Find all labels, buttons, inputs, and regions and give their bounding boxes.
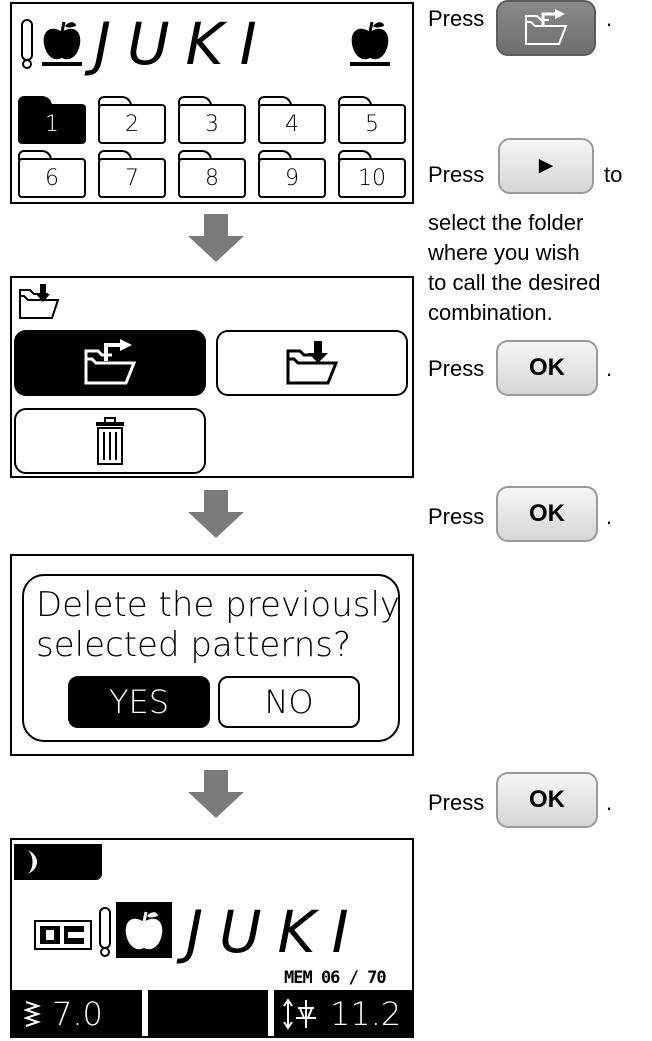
step5-period: .: [606, 790, 613, 815]
folder-recall-button[interactable]: [14, 330, 206, 396]
needle-icon: [99, 907, 111, 957]
no-label: NO: [264, 683, 314, 721]
confirm-question-line2: selected patterns?: [36, 625, 352, 665]
ok-key[interactable]: OK: [496, 772, 598, 828]
down-arrow-icon: [188, 214, 244, 262]
confirm-question-line1: Delete the previously: [36, 585, 401, 625]
presser-foot-icon: [34, 920, 92, 950]
folder-1[interactable]: 1: [18, 96, 86, 144]
step2-line3: to call the desired: [428, 270, 601, 295]
step2-press-text: Press: [428, 162, 485, 187]
stitch-width-value: 7.0: [52, 995, 103, 1033]
folder-key[interactable]: [496, 0, 596, 56]
ok-key-label: OK: [529, 354, 565, 381]
ok-key[interactable]: OK: [496, 340, 598, 396]
folder-save-button[interactable]: [216, 330, 408, 396]
mode-indicator-bar: [14, 844, 102, 880]
step3-period: .: [606, 356, 613, 381]
step2-to-text: to: [604, 162, 623, 187]
folder-9[interactable]: 9: [258, 150, 326, 198]
down-arrow-icon: [188, 490, 244, 538]
crescent-icon: [28, 850, 37, 874]
apple-icon: [42, 21, 82, 66]
pattern-text: JUKI: [94, 10, 273, 78]
step2-line1: select the folder: [428, 210, 584, 235]
trash-icon: [96, 417, 124, 465]
status-bar: 7.0 11.2: [12, 990, 412, 1036]
ok-key[interactable]: OK: [496, 486, 598, 542]
folder-in-icon: [286, 341, 339, 385]
stitch-length-value: 11.2: [330, 995, 402, 1033]
folder-7[interactable]: 7: [98, 150, 166, 198]
folder-out-icon: [84, 339, 137, 385]
step4-press-text: Press: [428, 504, 485, 529]
lcd-panel-folder-menu: [10, 276, 414, 478]
lcd-panel-confirm: Delete the previously selected patterns?…: [10, 554, 414, 756]
ok-key-label: OK: [529, 500, 565, 527]
status-divider: [268, 990, 274, 1036]
yes-label: YES: [108, 683, 170, 721]
pattern-text: JUKI: [186, 898, 365, 966]
step1-press-text: Press: [428, 6, 485, 31]
yes-button[interactable]: YES: [68, 676, 210, 728]
folder-3[interactable]: 3: [178, 96, 246, 144]
status-divider: [142, 990, 148, 1036]
folder-6[interactable]: 6: [18, 150, 86, 198]
step1-period: .: [606, 6, 613, 31]
step2-line4: combination.: [428, 300, 553, 325]
down-arrow-icon: [188, 770, 244, 818]
no-button[interactable]: NO: [218, 676, 360, 728]
apple-icon: [350, 21, 390, 66]
lcd-panel-result: JUKI MEM 06 / 70 7.0 11.2: [10, 838, 414, 1038]
step5-press-text: Press: [428, 790, 485, 815]
right-arrow-key[interactable]: ►: [498, 138, 594, 194]
ok-key-label: OK: [529, 786, 565, 813]
folder-4[interactable]: 4: [258, 96, 326, 144]
needle-icon: [21, 19, 33, 69]
folder-10[interactable]: 10: [338, 150, 406, 198]
folder-recall-icon: [525, 9, 568, 45]
folder-2[interactable]: 2: [98, 96, 166, 144]
delete-button[interactable]: [14, 408, 206, 474]
right-arrow-icon: ►: [534, 152, 558, 179]
step2-line2: where you wish: [428, 240, 580, 265]
step3-press-text: Press: [428, 356, 485, 381]
folder-8[interactable]: 8: [178, 150, 246, 198]
lcd-panel-folder-select: JUKI 1 2 3 4 5 6 7 8 9 10: [10, 2, 414, 204]
selected-apple-icon: [116, 902, 172, 958]
folder-5[interactable]: 5: [338, 96, 406, 144]
memory-counter: MEM 06 / 70: [284, 968, 387, 988]
step4-period: .: [606, 504, 613, 529]
stitch-width-icon: [24, 1001, 42, 1027]
folder-recall-icon: [19, 284, 60, 319]
stitch-length-icon: [283, 998, 316, 1030]
confirm-dialog: Delete the previously selected patterns?…: [22, 574, 400, 742]
